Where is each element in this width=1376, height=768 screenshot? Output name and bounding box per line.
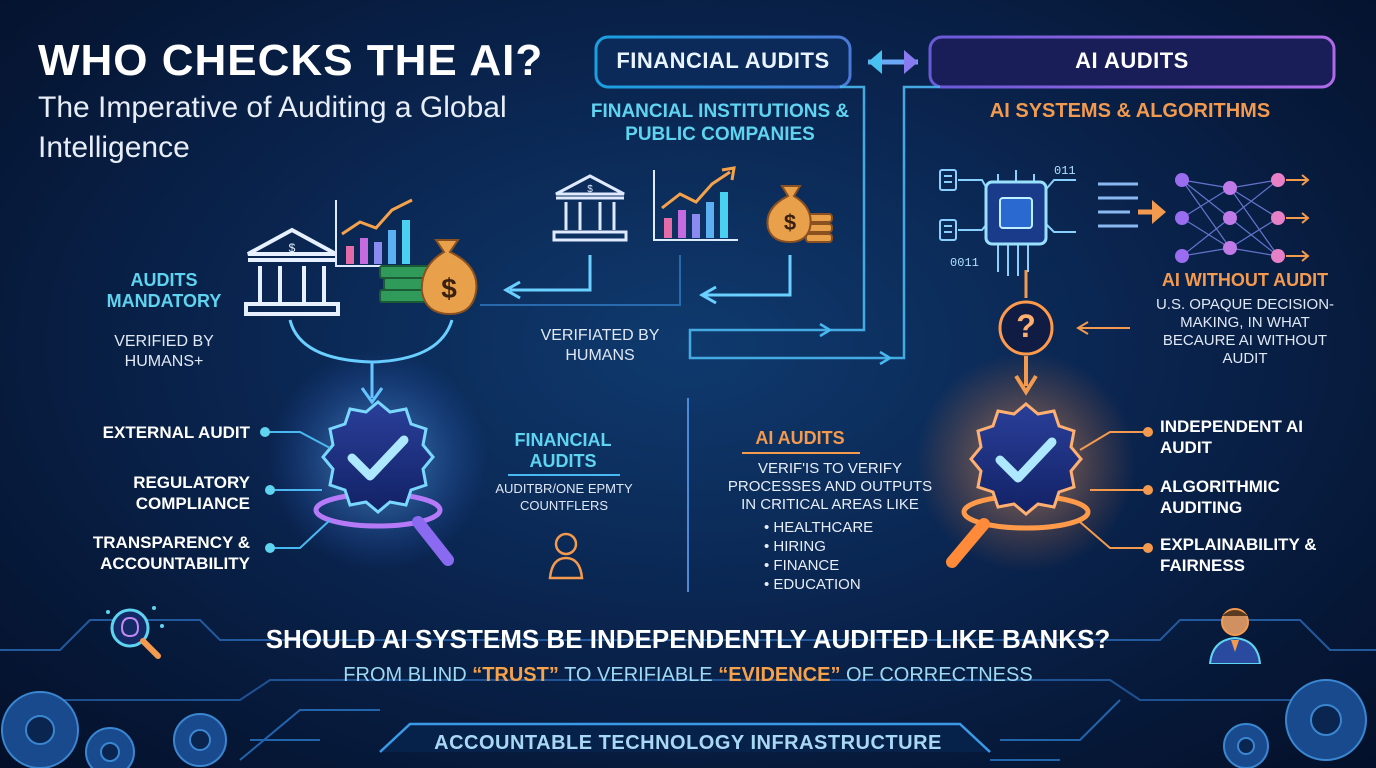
- brain-magnifier-icon: [106, 606, 164, 659]
- gear-icon: [173, 713, 227, 767]
- list-item: • FINANCE: [764, 557, 840, 574]
- ai-audits-header: AI AUDITS: [1075, 48, 1189, 73]
- list-item: • HIRING: [764, 538, 826, 555]
- verified-by-humans-left: VERIFIED BY HUMANS+: [114, 333, 214, 370]
- chip-icon: 011 0011: [939, 164, 1076, 276]
- ai-without-audit-text: U.S. OPAQUE DECISION-MAKING, IN WHAT BEC…: [1155, 296, 1335, 367]
- gear-icon: [1, 691, 135, 768]
- cash-stack-icon: $: [379, 239, 478, 316]
- bank-icon: $: [244, 227, 340, 316]
- ai-audits-center-title: AI AUDITS: [755, 428, 845, 448]
- ai-systems-label: AI SYSTEMS & ALGORITHMS: [989, 100, 1271, 122]
- money-bag-icon: $: [766, 185, 833, 244]
- ai-audits-center-text: VERIF'IS TO VERIFY PROCESSES AND OUTPUTS…: [727, 460, 933, 513]
- money-bag-icon: [420, 239, 478, 316]
- question-icon: ?: [1016, 308, 1036, 344]
- footer-label: ACCOUNTABLE TECHNOLOGY INFRASTRUCTURE: [434, 732, 942, 754]
- svg-text:$: $: [784, 210, 796, 235]
- gear-icon: [1223, 679, 1367, 768]
- binary-bottom: 0011: [950, 256, 979, 270]
- critical-areas-list: • HEALTHCARE • HIRING • FINANCE • EDUCAT…: [764, 518, 914, 594]
- verified-badge-icon: [321, 400, 435, 514]
- financial-audits-center-text: AUDITBR/ONE EPMTY COUNTFLERS: [495, 481, 633, 513]
- bank-icon: $: [552, 174, 628, 242]
- ai-without-audit-title: AI WITHOUT AUDIT: [1161, 270, 1329, 290]
- person-icon: [1208, 608, 1262, 664]
- growth-chart-icon: [335, 198, 418, 267]
- binary-top: 011: [1054, 164, 1076, 178]
- transparency-accountability-item: TRANSPARENCY & ACCOUNTABILITY: [92, 533, 250, 573]
- divider: [508, 474, 620, 476]
- audits-mandatory-label: AUDITS MANDATORY: [106, 270, 222, 311]
- auditor-icon: [548, 532, 584, 580]
- explainability-fairness-item: EXPLAINABILITY & FAIRNESS: [1160, 535, 1317, 575]
- external-audit-item: EXTERNAL AUDIT: [102, 423, 250, 442]
- svg-text:$: $: [587, 184, 593, 195]
- svg-text:$: $: [441, 273, 457, 304]
- financial-audits-center-title: FINANCIAL AUDITS: [514, 430, 612, 471]
- regulatory-compliance-item: REGULATORY COMPLIANCE: [133, 473, 250, 513]
- independent-ai-audit-item: INDEPENDENT AI AUDIT: [1160, 417, 1303, 457]
- growth-chart-icon: [653, 166, 738, 241]
- page-title: WHO CHECKS THE AI?: [38, 36, 544, 85]
- tagline: FROM BLIND “TRUST” TO VERIFIABLE “EVIDEN…: [343, 664, 1033, 686]
- financial-audits-header: FINANCIAL AUDITS: [616, 48, 830, 73]
- list-item: • HEALTHCARE: [764, 519, 874, 536]
- verified-by-humans-center: VERIFIATED BY HUMANS: [540, 327, 660, 364]
- key-question: SHOULD AI SYSTEMS BE INDEPENDENTLY AUDIT…: [265, 624, 1111, 654]
- financial-institutions-label: FINANCIAL INSTITUTIONS & PUBLIC COMPANIE…: [590, 101, 850, 145]
- page-subtitle: The Imperative of Auditing a Global Inte…: [38, 91, 507, 164]
- list-item: • EDUCATION: [764, 576, 861, 593]
- svg-text:$: $: [289, 241, 296, 255]
- divider: [742, 452, 860, 454]
- neural-network-icon: [1175, 173, 1310, 263]
- algorithmic-auditing-item: ALGORITHMIC AUDITING: [1160, 477, 1280, 517]
